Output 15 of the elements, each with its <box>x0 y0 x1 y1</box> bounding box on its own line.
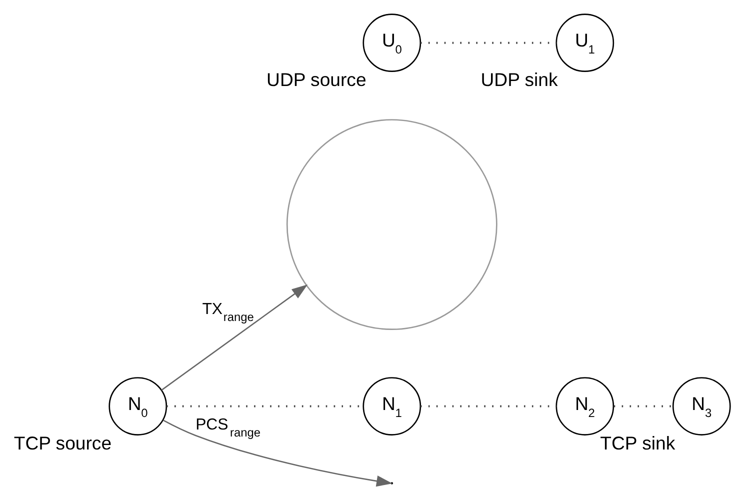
node-circle: N$_{3}$ <box>672 376 731 435</box>
node-label: TCP source <box>14 432 112 454</box>
edge-label: PCS$_{range}$ <box>196 416 261 440</box>
node-circle: N$_{2}$ <box>556 376 614 435</box>
node-circle <box>286 118 498 330</box>
node-label: UDP sink <box>480 68 558 90</box>
edge-label: TX$_{range}$ <box>202 300 254 324</box>
node-circle: N$_{0}$ <box>108 376 168 435</box>
node-circle: U$_{1}$ <box>556 13 614 72</box>
arrow <box>163 419 392 486</box>
node-label: TCP sink <box>600 432 676 454</box>
node-circle: N$_{1}$ <box>362 376 422 435</box>
node-label: UDP source <box>266 68 366 90</box>
arrow <box>161 284 308 390</box>
node-circle: U$_{0}$ <box>362 13 422 72</box>
